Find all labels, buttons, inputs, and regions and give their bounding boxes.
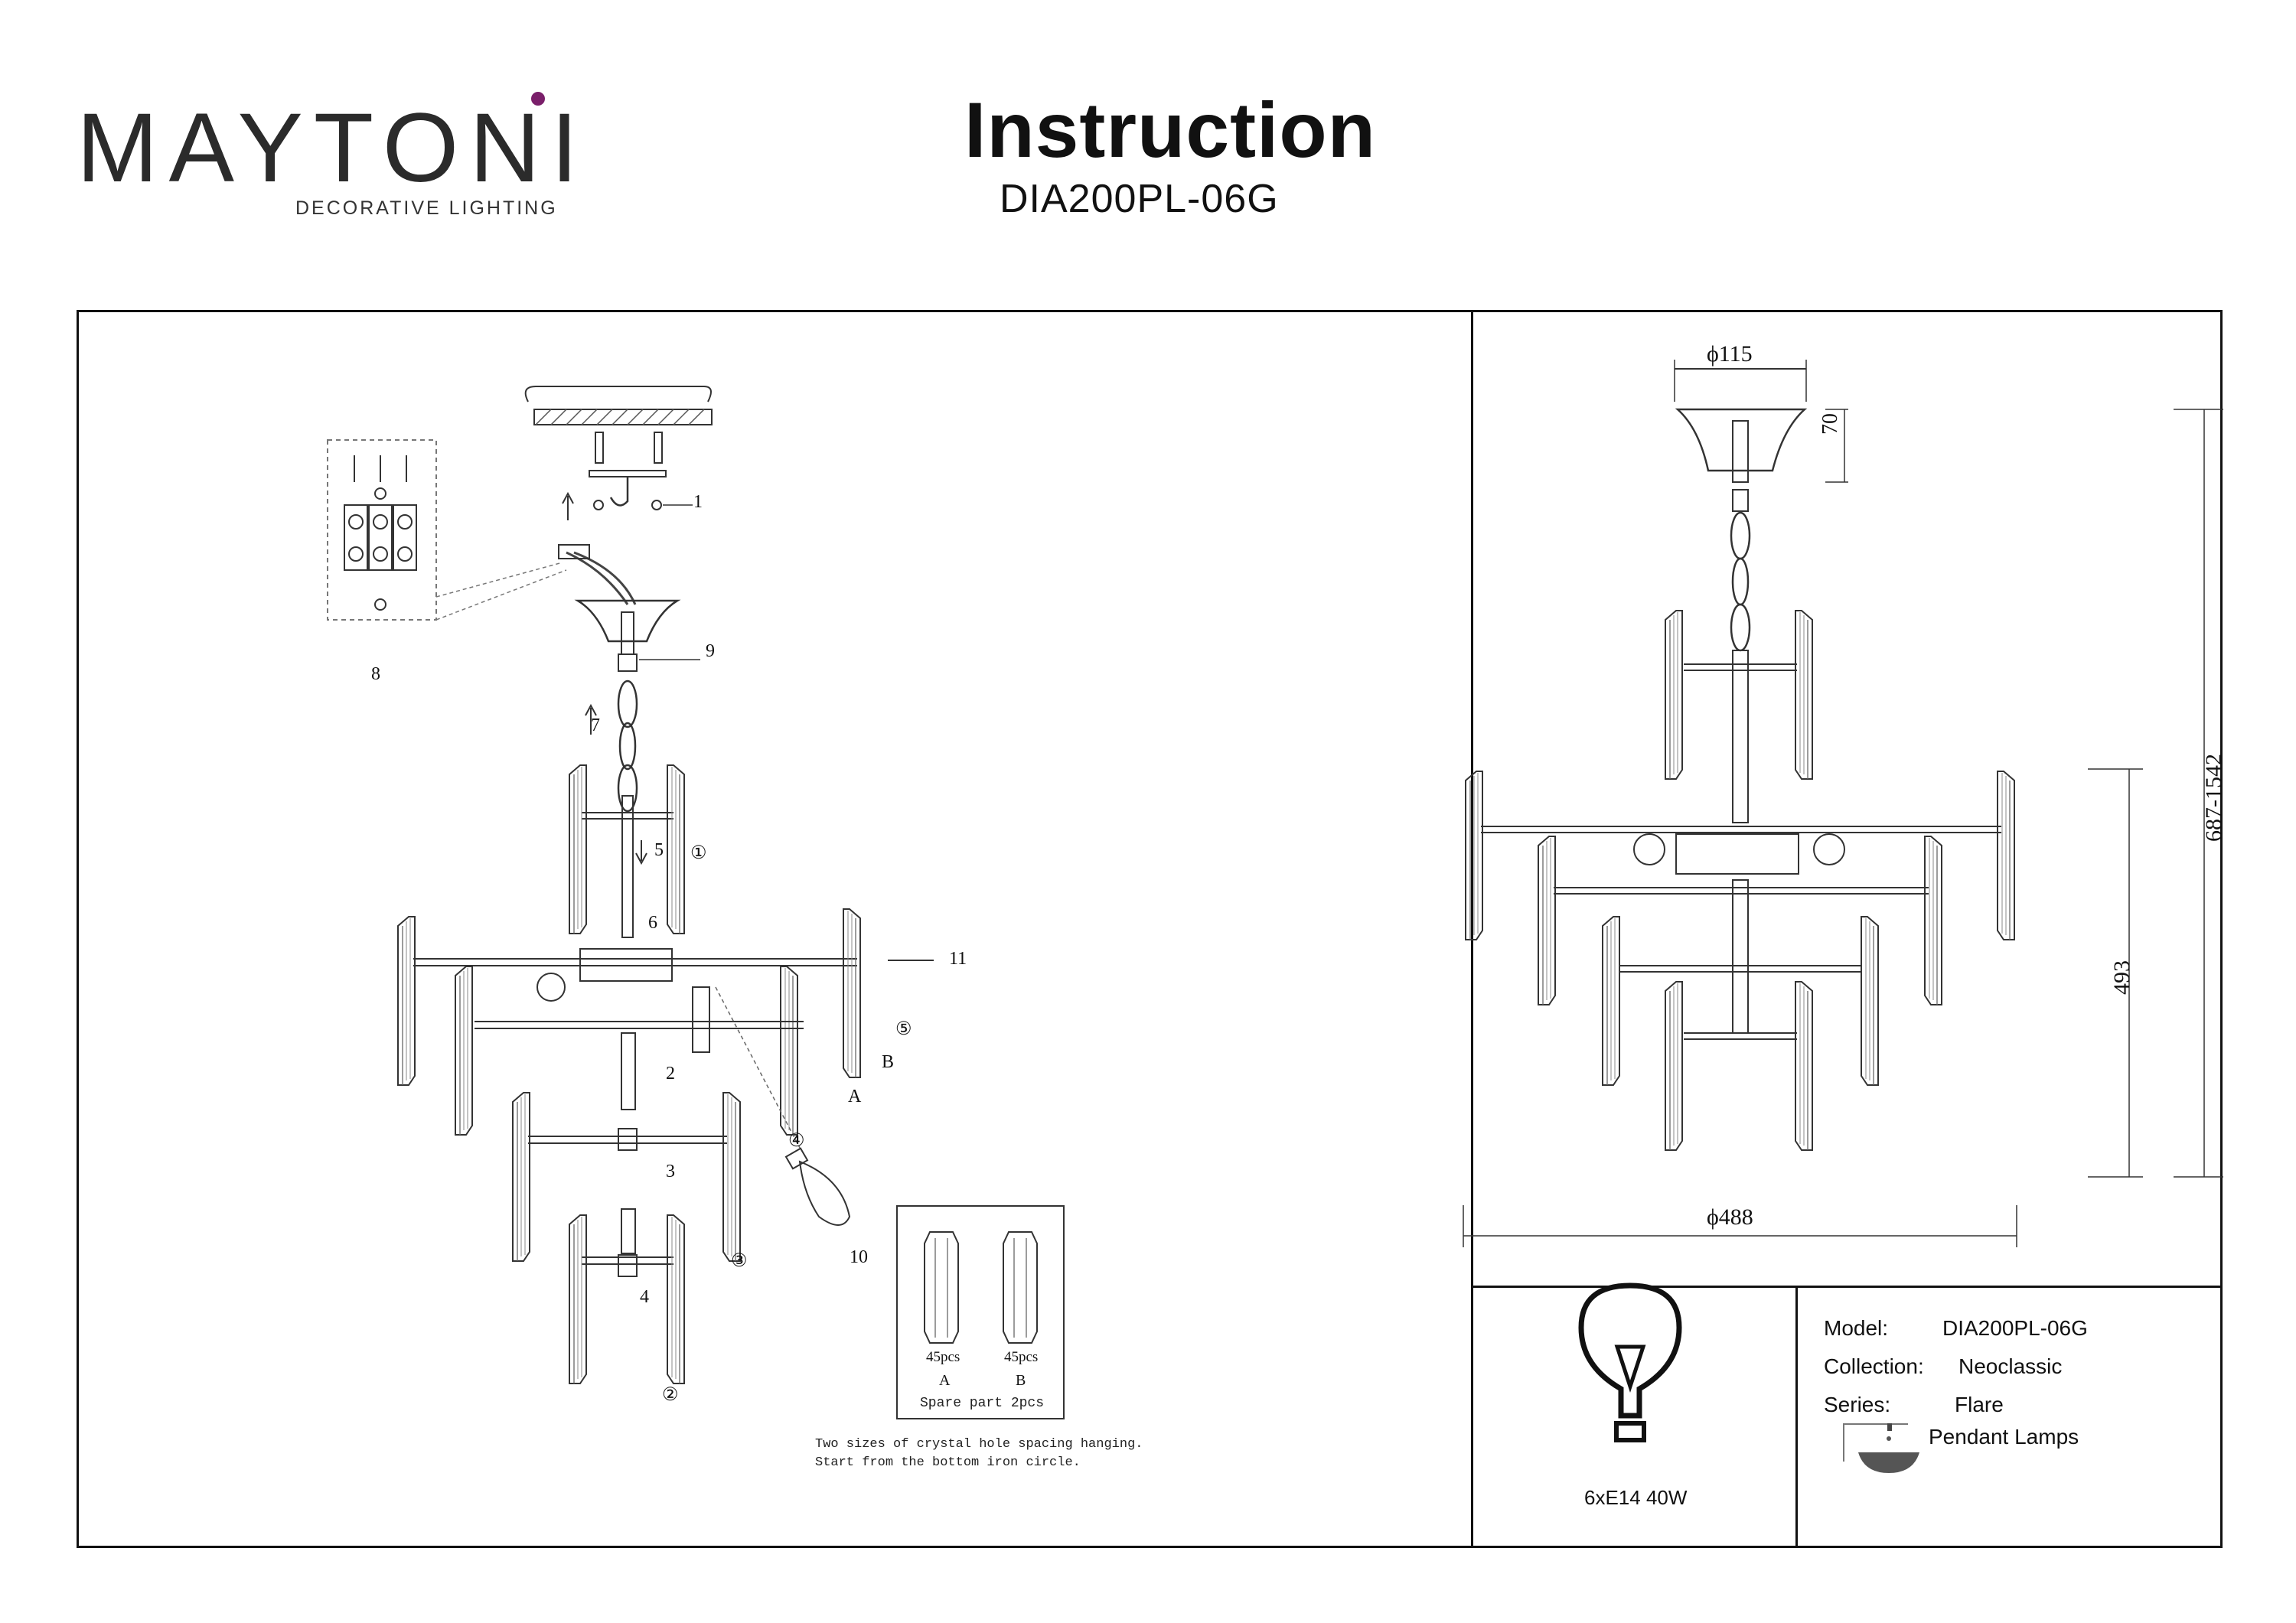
callout-5: 5	[654, 840, 664, 860]
model-label: Model:	[1824, 1316, 1889, 1340]
spare-b-count: 45pcs	[1004, 1349, 1039, 1365]
spare-parts-box	[896, 1205, 1065, 1419]
frame-divider-horizontal	[1471, 1286, 2223, 1288]
brand-logo: MAYTONI	[77, 93, 589, 203]
spare-a-count: 45pcs	[926, 1349, 960, 1365]
callout-7: 7	[591, 715, 600, 735]
tier-marker-1: ①	[690, 842, 707, 863]
instruction-note-1: Two sizes of crystal hole spacing hangin…	[815, 1437, 1143, 1452]
dim-canopy-height: 70	[1818, 413, 1842, 435]
dim-total-height: 687-1542	[2201, 754, 2226, 842]
series-label: Series:	[1824, 1393, 1891, 1416]
tier-marker-2: ②	[662, 1384, 679, 1405]
model-heading: DIA200PL-06G	[1000, 177, 1279, 221]
spare-caption: Spare part 2pcs	[920, 1396, 1045, 1411]
tier-marker-4: ④	[788, 1130, 805, 1151]
tier-marker-3: ③	[731, 1250, 748, 1271]
bulb-spec: 6xE14 40W	[1584, 1486, 1688, 1509]
brand-tagline: DECORATIVE LIGHTING	[295, 197, 558, 219]
callout-11: 11	[949, 949, 967, 969]
page-title: Instruction	[964, 86, 1376, 174]
frame-divider-vertical	[1471, 310, 1473, 1548]
crystal-letter-a: A	[848, 1087, 862, 1106]
dim-diameter: ϕ488	[1707, 1204, 1753, 1230]
callout-10: 10	[850, 1247, 868, 1267]
dimension-drawing	[1463, 360, 2223, 1247]
callout-1: 1	[693, 492, 703, 512]
logo-accent-dot	[531, 92, 545, 106]
callout-6: 6	[648, 913, 657, 933]
spare-b-label: B	[1016, 1372, 1026, 1389]
collection-label: Collection:	[1824, 1354, 1924, 1378]
dim-canopy-diameter: ϕ115	[1707, 341, 1753, 367]
spec-divider-vertical	[1795, 1286, 1798, 1548]
callout-8: 8	[371, 664, 380, 684]
callout-9: 9	[706, 641, 715, 661]
instruction-note-2: Start from the bottom iron circle.	[815, 1455, 1081, 1470]
series-value: Flare	[1955, 1393, 2004, 1416]
pendant-lamp-icon	[1843, 1423, 1919, 1473]
spare-a-label: A	[939, 1372, 951, 1389]
bulb-icon	[1578, 1282, 1682, 1442]
lamp-type-value: Pendant Lamps	[1929, 1425, 2079, 1449]
callout-4: 4	[640, 1287, 649, 1307]
dim-body-height: 493	[2109, 960, 2135, 995]
tier-marker-5: ⑤	[895, 1018, 912, 1039]
callout-3: 3	[666, 1162, 675, 1181]
assembly-diagram	[327, 386, 934, 1384]
drawing-frame	[77, 310, 2223, 1548]
callout-2: 2	[666, 1064, 675, 1084]
model-value: DIA200PL-06G	[1942, 1316, 2088, 1340]
collection-value: Neoclassic	[1958, 1354, 2063, 1378]
crystal-letter-b: B	[882, 1052, 895, 1072]
